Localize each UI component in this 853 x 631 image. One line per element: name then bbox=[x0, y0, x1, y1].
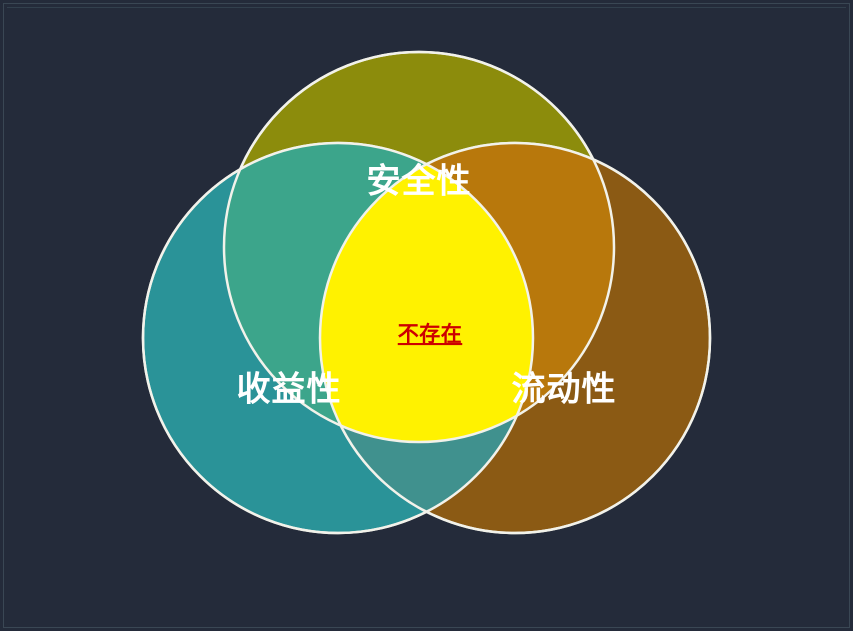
venn-label-liquidity: 流动性 bbox=[512, 370, 617, 410]
venn-outline-profitability bbox=[141, 141, 535, 535]
venn-outline-liquidity bbox=[318, 141, 712, 535]
venn-label-does-not-exist: 不存在 bbox=[398, 322, 463, 346]
venn-label-profitability: 收益性 bbox=[237, 370, 342, 410]
triple-clip-b bbox=[320, 143, 710, 533]
venn-label-safety: 安全性 bbox=[367, 162, 472, 202]
venn-center-triple-intersection[interactable] bbox=[320, 143, 710, 533]
triple-clip-a bbox=[320, 143, 710, 533]
venn-outline-safety bbox=[222, 50, 616, 444]
